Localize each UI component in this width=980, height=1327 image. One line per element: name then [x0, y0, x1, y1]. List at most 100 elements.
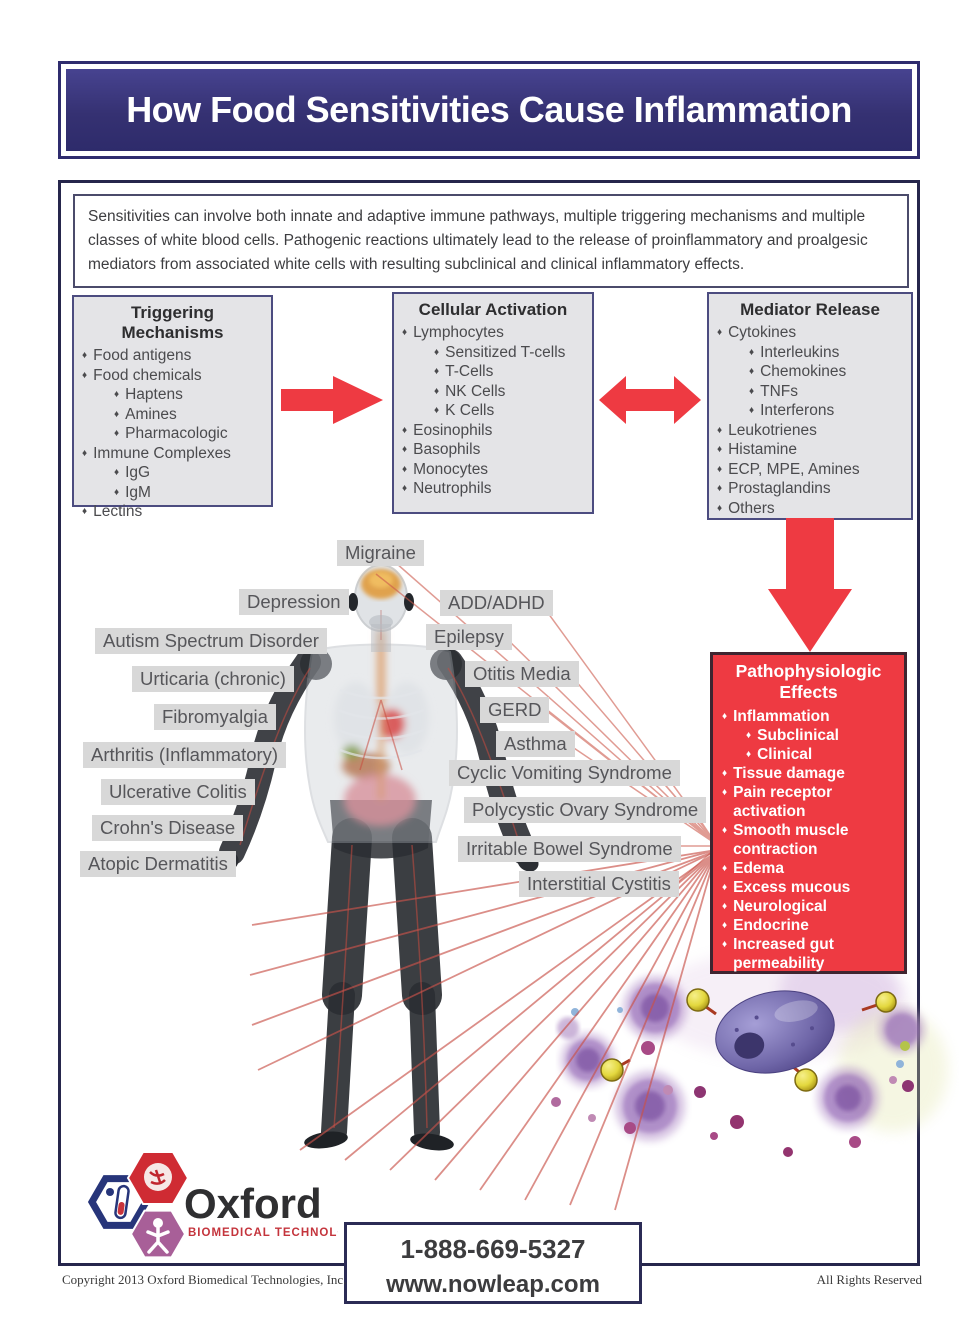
condition-label-gerd: GERD	[480, 697, 550, 723]
list-item: ♦ TNFs	[717, 382, 903, 402]
diamond-bullet-icon: ♦	[717, 327, 723, 338]
diamond-bullet-icon: ♦	[402, 424, 408, 436]
condition-label-ibs: Irritable Bowel Syndrome	[458, 836, 681, 862]
list-item: ♦IgG	[82, 463, 263, 483]
condition-label-urticaria: Urticaria (chronic)	[132, 666, 294, 692]
condition-label-otitis-media: Otitis Media	[465, 661, 579, 687]
condition-label-crohns: Crohn's Disease	[92, 815, 244, 841]
diamond-bullet-icon: ♦	[434, 346, 440, 358]
list-item-text: IgG	[125, 464, 151, 481]
diamond-bullet-icon: ♦	[717, 463, 723, 475]
pathophysiologic-effects-box: Pathophysiologic Effects ♦Inflammation♦S…	[710, 652, 907, 974]
list-item: ♦Neutrophils	[402, 479, 584, 499]
list-item: ♦Interferons	[717, 401, 903, 421]
diamond-bullet-icon: ♦	[434, 366, 440, 377]
list-item-text: Immune Complexes	[93, 444, 231, 462]
diamond-bullet-icon: ♦	[114, 486, 120, 498]
condition-label-ulcerative-colitis: Ulcerative Colitis	[101, 779, 255, 805]
list-item: ♦Cytokines	[717, 323, 903, 343]
condition-label-epilepsy: Epilepsy	[426, 624, 512, 650]
box-list: ♦Cytokines♦Interleukins♦Chemokines♦TNFs♦…	[717, 323, 903, 518]
list-item: ♦ IgM	[82, 483, 263, 503]
diamond-bullet-icon: ♦	[717, 424, 723, 436]
title-banner-inner: How Food Sensitivities Cause Inflammatio…	[66, 69, 912, 151]
diamond-bullet-icon: ♦	[717, 483, 723, 494]
diamond-bullet-icon: ♦	[722, 787, 728, 798]
box-list: ♦Lymphocytes♦Sensitized T-cells♦T-Cells♦…	[402, 323, 584, 499]
list-item: ♦Excess mucous	[722, 878, 895, 897]
title-banner: How Food Sensitivities Cause Inflammatio…	[58, 61, 920, 159]
condition-label-add-adhd: ADD/ADHD	[440, 590, 553, 616]
list-item: ♦Increased gut permeability	[722, 935, 895, 973]
list-item-text: IgM	[125, 483, 151, 501]
list-item-text: Haptens	[125, 386, 183, 403]
list-item-text: Basophils	[413, 441, 481, 458]
box-title: Cellular Activation	[418, 300, 568, 319]
list-item: ♦ Pain receptor activation	[722, 783, 895, 821]
list-item-text: TNFs	[760, 382, 798, 400]
list-item: ♦ ECP, MPE, Amines	[717, 460, 903, 480]
list-item-text: Pain receptor activation	[733, 784, 833, 820]
list-item-text: NK Cells	[445, 382, 506, 400]
condition-label-migraine: Migraine	[337, 540, 424, 566]
condition-label-interstitial-cystitis: Interstitial Cystitis	[519, 871, 679, 897]
condition-label-fibromyalgia: Fibromyalgia	[154, 704, 276, 730]
list-item: ♦Leukotrienes	[717, 421, 903, 441]
list-item: ♦Lymphocytes	[402, 323, 584, 343]
list-item-text: Tissue damage	[733, 765, 845, 782]
list-item: ♦Prostaglandins	[717, 479, 903, 499]
list-item: ♦Clinical	[722, 745, 895, 764]
list-item-text: Eosinophils	[413, 421, 493, 439]
condition-label-arthritis: Arthritis (Inflammatory)	[83, 742, 287, 768]
box-list: ♦Inflammation♦Subclinical♦Clinical♦Tissu…	[722, 707, 895, 973]
mediator-release-box: Mediator Release ♦Cytokines♦Interleukins…	[707, 292, 913, 520]
list-item-text: Interleukins	[760, 343, 840, 361]
list-item: ♦ Eosinophils	[402, 421, 584, 441]
list-item-text: Amines	[125, 405, 177, 423]
diamond-bullet-icon: ♦	[114, 389, 120, 400]
list-item-text: Subclinical	[757, 727, 839, 744]
list-item: ♦Inflammation	[722, 707, 895, 726]
box-title: Triggering Mechanisms	[121, 303, 224, 342]
condition-label-depression: Depression	[239, 589, 349, 615]
list-item: ♦Smooth muscle contraction	[722, 821, 895, 859]
diamond-bullet-icon: ♦	[402, 327, 408, 338]
list-item-text: ECP, MPE, Amines	[728, 460, 860, 478]
list-item: ♦Food chemicals	[82, 366, 263, 386]
list-item: ♦Monocytes	[402, 460, 584, 480]
diamond-bullet-icon: ♦	[114, 408, 120, 420]
list-item: ♦NK Cells	[402, 382, 584, 402]
diamond-bullet-icon: ♦	[749, 366, 755, 377]
list-item: ♦ Others	[717, 499, 903, 519]
diamond-bullet-icon: ♦	[746, 730, 752, 741]
right-arrow	[281, 376, 383, 424]
cells-illustration	[551, 950, 948, 1157]
logo-wordmark: Oxford	[184, 1180, 322, 1227]
page-title: How Food Sensitivities Cause Inflammatio…	[126, 89, 852, 130]
list-item: ♦Chemokines	[717, 362, 903, 382]
list-item: ♦Food antigens	[82, 346, 263, 366]
list-item: ♦Immune Complexes	[82, 444, 263, 464]
body-illustration	[217, 564, 539, 1151]
list-item: ♦Tissue damage	[722, 764, 895, 783]
diamond-bullet-icon: ♦	[717, 502, 723, 514]
list-item-text: Neurological	[733, 898, 827, 915]
list-item: ♦T-Cells	[402, 362, 584, 382]
list-item: ♦ Basophils	[402, 440, 584, 460]
person-hexagon-icon	[129, 1209, 187, 1259]
logo-subtitle: BIOMEDICAL TECHNOLOGIES	[188, 1227, 338, 1239]
list-item-text: Lectins	[93, 503, 143, 520]
list-item: ♦Neurological	[722, 897, 895, 916]
list-item-text: Endocrine	[733, 917, 809, 934]
list-item: ♦ Haptens	[82, 385, 263, 405]
list-item: ♦Edema	[722, 859, 895, 878]
diamond-bullet-icon: ♦	[114, 428, 120, 439]
copyright-text: Copyright 2013 Oxford Biomedical Technol…	[62, 1272, 347, 1287]
list-item-text: Others	[728, 499, 775, 517]
list-item: ♦ Amines	[82, 405, 263, 425]
diamond-bullet-icon: ♦	[434, 405, 440, 416]
diamond-bullet-icon: ♦	[749, 385, 755, 397]
list-item: ♦Endocrine	[722, 916, 895, 935]
list-item-text: Edema	[733, 860, 784, 877]
diamond-bullet-icon: ♦	[402, 444, 408, 455]
